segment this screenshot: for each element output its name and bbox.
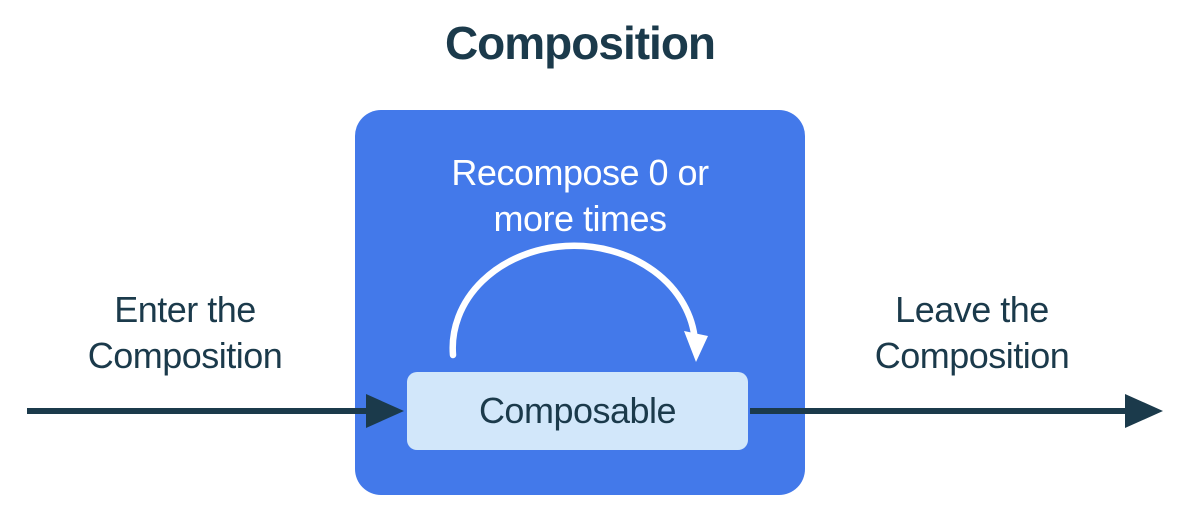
composable-box: Composable: [407, 372, 748, 450]
recompose-arc-arrowhead-icon: [684, 331, 708, 362]
leave-composition-label: Leave the Composition: [874, 289, 1070, 376]
composition-box: Recompose 0 or more times Composable: [355, 110, 805, 495]
diagram-title: Composition: [444, 17, 716, 69]
enter-composition-label: Enter the Composition: [87, 289, 283, 376]
composable-label: Composable: [478, 390, 677, 431]
leave-arrowhead-icon: [1125, 394, 1163, 428]
recompose-arc-icon: [449, 242, 708, 362]
recompose-label: Recompose 0 or more times: [451, 152, 709, 239]
recompose-arc-path: [449, 242, 699, 359]
